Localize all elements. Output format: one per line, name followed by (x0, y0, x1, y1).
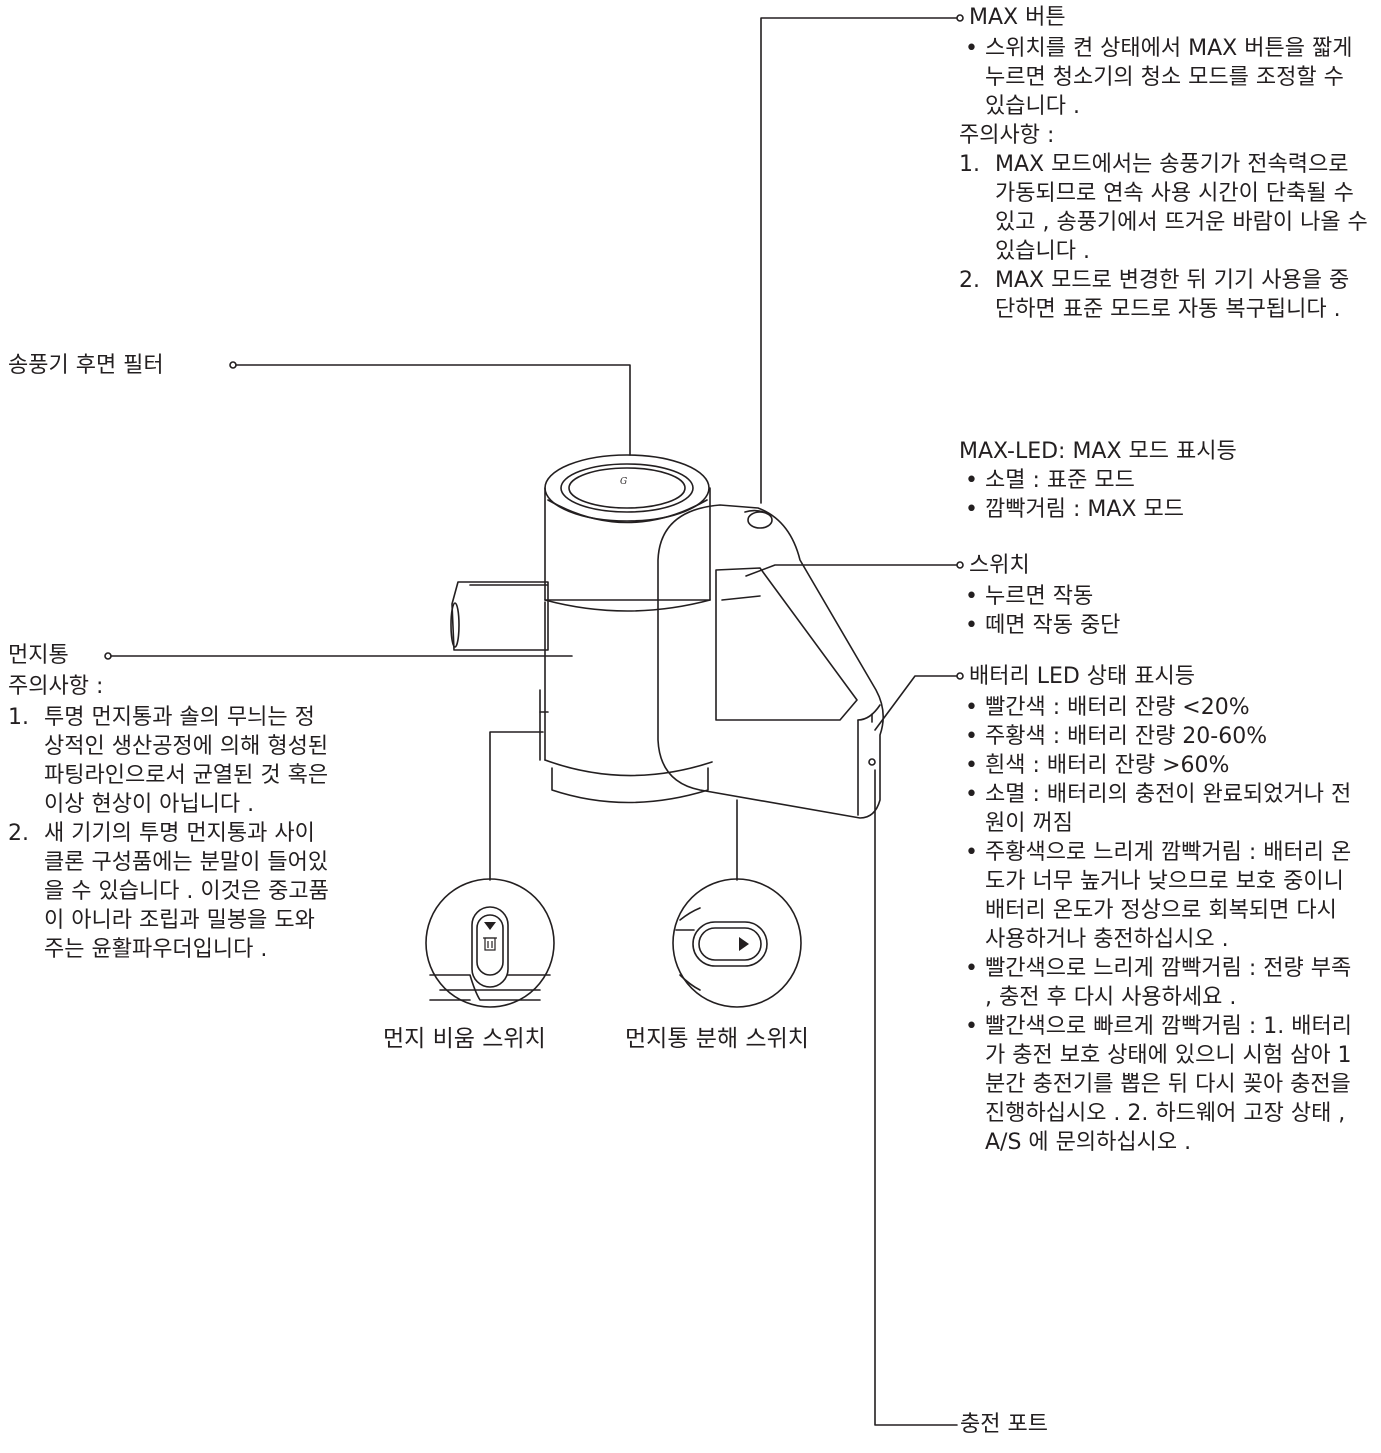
bin-release-switch-caption: 먼지통 분해 스위치 (625, 1026, 809, 1052)
battery-led-item: 빨간색으로 느리게 깜빡거림 : 전량 부족 , 충전 후 다시 사용하세요 . (959, 954, 1359, 1012)
max-button-bullet-block: 스위치를 켠 상태에서 MAX 버튼을 짧게 누르면 청소기의 청소 모드를 조… (959, 34, 1364, 121)
dust-bin-note-1: 1. 투명 먼지통과 솔의 무늬는 정상적인 생산공정에 의해 형성된 파팅라인으… (8, 703, 333, 819)
max-notes: 1. MAX 모드에서는 송풍기가 전속력으로 가동되므로 연속 사용 시간이 단… (959, 150, 1369, 324)
battery-led-item: 주황색 : 배터리 잔량 20-60% (959, 722, 1359, 751)
note-num: 1. (959, 152, 980, 177)
dust-bin-notes: 1. 투명 먼지통과 솔의 무늬는 정상적인 생산공정에 의해 형성된 파팅라인으… (8, 703, 333, 964)
dust-empty-switch-caption: 먼지 비움 스위치 (383, 1026, 546, 1052)
battery-led-item: 빨간색 : 배터리 잔량 <20% (959, 693, 1359, 722)
max-button-title: MAX 버튼 (969, 5, 1066, 30)
note-text: 새 기기의 투명 먼지통과 사이클론 구성품에는 분말이 들어있을 수 있습니다… (44, 821, 329, 962)
dust-bin-title: 먼지통 (8, 643, 69, 668)
play-triangle-icon (739, 937, 749, 951)
switch-list: 누르면 작동 떼면 작동 중단 (959, 582, 1359, 640)
max-led-block: 소멸 : 표준 모드 깜빡거림 : MAX 모드 (959, 466, 1359, 524)
dust-bin-caution-label: 주의사항 : (8, 674, 104, 699)
battery-led-block: 빨간색 : 배터리 잔량 <20% 주황색 : 배터리 잔량 20-60% 흰색… (959, 693, 1359, 1157)
note-num: 2. (8, 821, 29, 846)
battery-led-item: 소멸 : 배터리의 충전이 완료되었거나 전원이 꺼짐 (959, 780, 1359, 838)
note-num: 2. (959, 268, 980, 293)
max-note-2: 2. MAX 모드로 변경한 뒤 기기 사용을 중단하면 표준 모드로 자동 복구… (959, 266, 1369, 324)
logo-mark: G (620, 477, 627, 487)
switch-block: 누르면 작동 떼면 작동 중단 (959, 582, 1359, 640)
max-caution-label: 주의사항 : (959, 123, 1055, 148)
dust-empty-switch-detail (425, 878, 555, 1008)
max-led-item: 소멸 : 표준 모드 (959, 466, 1359, 495)
charging-port-title: 충전 포트 (960, 1412, 1048, 1437)
dust-bin-note-2: 2. 새 기기의 투명 먼지통과 사이클론 구성품에는 분말이 들어있을 수 있습… (8, 819, 333, 964)
max-button-bullets: 스위치를 켠 상태에서 MAX 버튼을 짧게 누르면 청소기의 청소 모드를 조… (959, 34, 1364, 121)
bin-release-switch-detail (672, 878, 802, 1008)
max-led-title: MAX-LED: MAX 모드 표시등 (959, 439, 1237, 464)
dust-bin-notes-block: 1. 투명 먼지통과 솔의 무늬는 정상적인 생산공정에 의해 형성된 파팅라인으… (8, 703, 333, 964)
battery-led-item: 빨간색으로 빠르게 깜빡거림 : 1. 배터리가 충전 보호 상태에 있으니 시… (959, 1012, 1359, 1157)
note-num: 1. (8, 705, 29, 730)
vacuum-body-illustration (450, 454, 884, 819)
battery-led-list: 빨간색 : 배터리 잔량 <20% 주황색 : 배터리 잔량 20-60% 흰색… (959, 693, 1359, 1157)
battery-led-item: 주황색으로 느리게 깜빡거림 : 배터리 온도가 너무 높거나 낮으므로 보호 … (959, 838, 1359, 954)
max-note-1: 1. MAX 모드에서는 송풍기가 전속력으로 가동되므로 연속 사용 시간이 단… (959, 150, 1369, 266)
max-button-bullet: 스위치를 켠 상태에서 MAX 버튼을 짧게 누르면 청소기의 청소 모드를 조… (959, 34, 1364, 121)
battery-led-title: 배터리 LED 상태 표시등 (969, 664, 1195, 689)
note-text: 투명 먼지통과 솔의 무늬는 정상적인 생산공정에 의해 형성된 파팅라인으로서… (44, 705, 329, 817)
max-led-list: 소멸 : 표준 모드 깜빡거림 : MAX 모드 (959, 466, 1359, 524)
leader-lines (104, 14, 964, 1426)
switch-item: 누르면 작동 (959, 582, 1359, 611)
battery-led-item: 흰색 : 배터리 잔량 >60% (959, 751, 1359, 780)
trash-bin-icon (483, 937, 497, 951)
max-notes-block: 1. MAX 모드에서는 송풍기가 전속력으로 가동되므로 연속 사용 시간이 단… (959, 150, 1369, 324)
switch-title: 스위치 (969, 553, 1030, 578)
max-led-item: 깜빡거림 : MAX 모드 (959, 495, 1359, 524)
rear-filter-title: 송풍기 후면 필터 (8, 353, 164, 378)
triangle-down-icon (484, 922, 496, 930)
note-text: MAX 모드로 변경한 뒤 기기 사용을 중단하면 표준 모드로 자동 복구됩니… (995, 268, 1350, 322)
note-text: MAX 모드에서는 송풍기가 전속력으로 가동되므로 연속 사용 시간이 단축될… (995, 152, 1368, 264)
switch-item: 떼면 작동 중단 (959, 611, 1359, 640)
